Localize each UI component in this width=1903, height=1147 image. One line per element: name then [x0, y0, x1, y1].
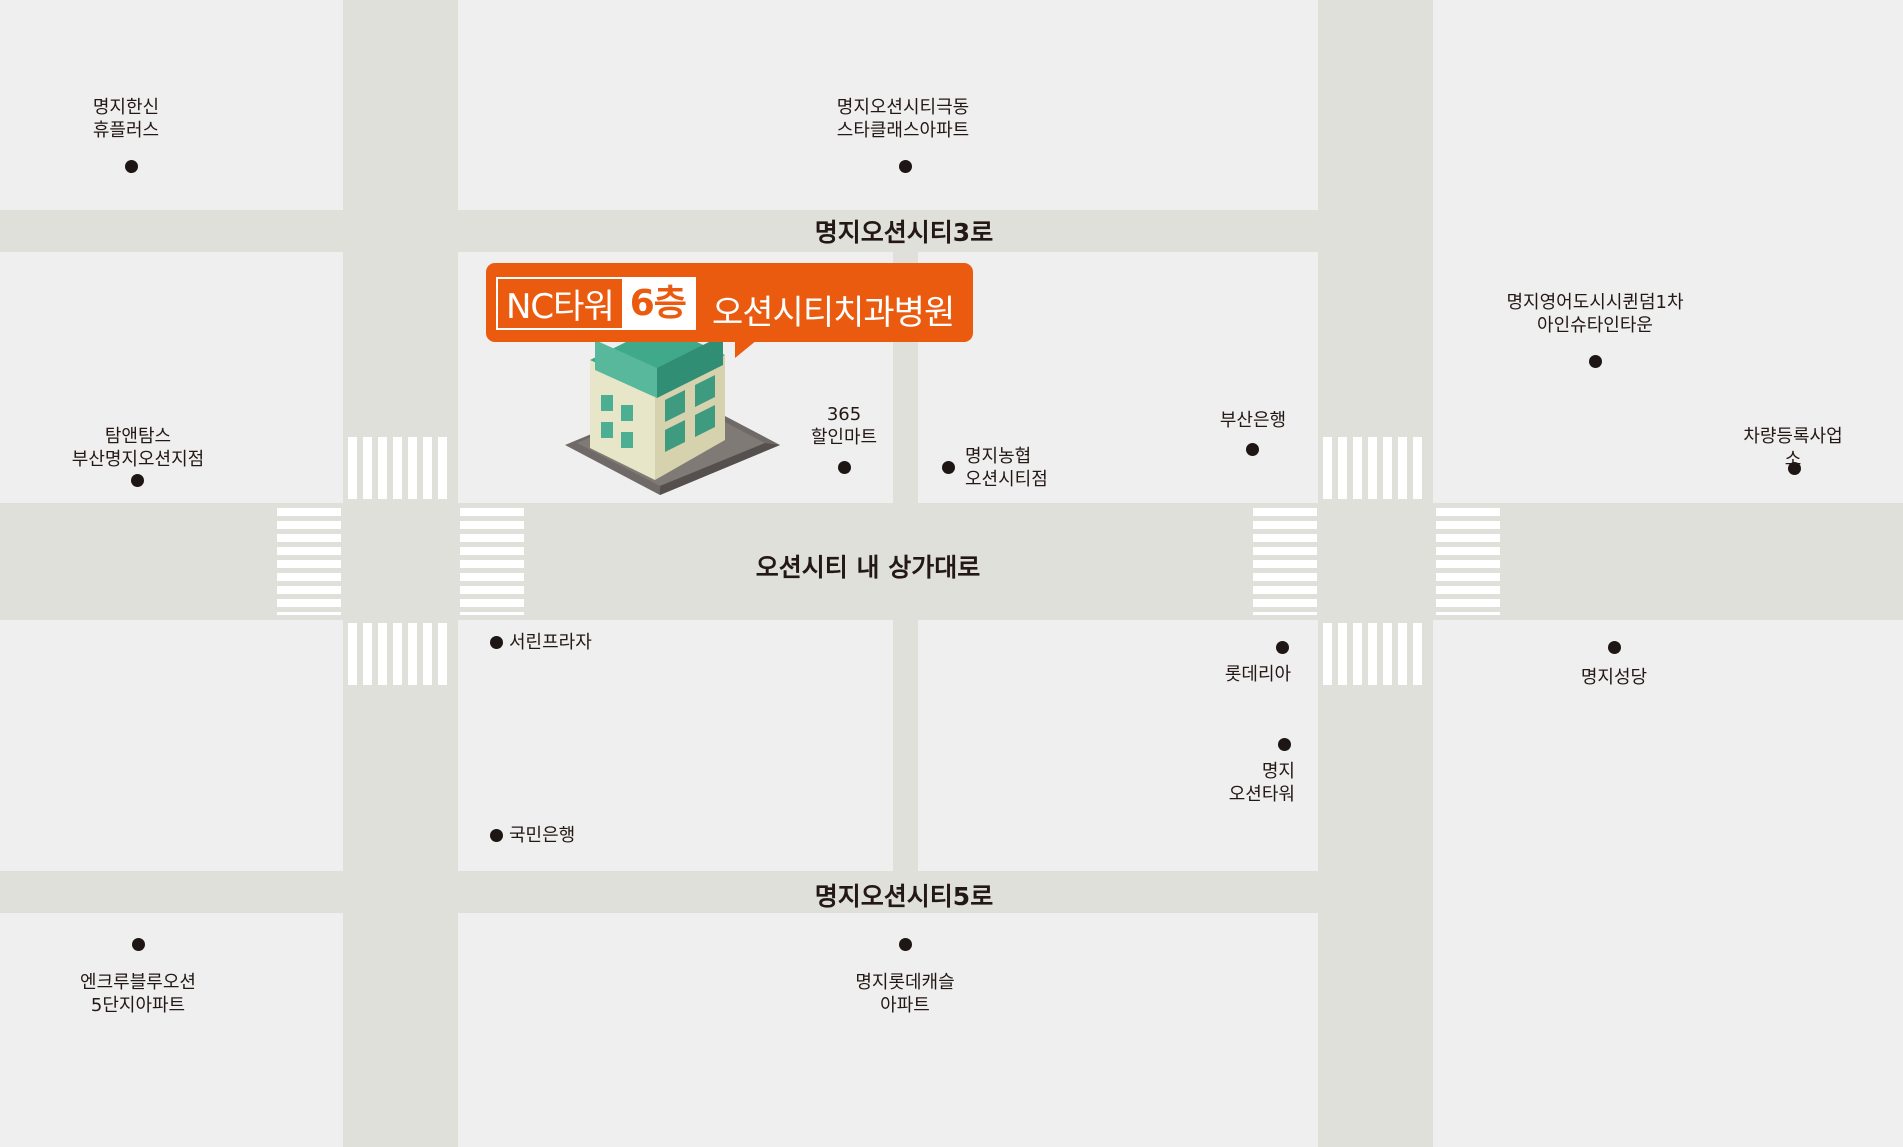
place-label-busanbank: 부산은행 [1219, 410, 1287, 431]
place-label-nonghyup: 명지농협 오션시티점 [965, 446, 1048, 490]
map-marker-nonghyup[interactable] [942, 461, 955, 474]
road-left-vertical [343, 0, 458, 1147]
place-label-tomntoms: 탐앤탐스 부산명지오션지점 [71, 426, 205, 470]
destination-tag: NC타워 6층 [496, 277, 696, 330]
crosswalk [1253, 508, 1317, 615]
map-marker-mart365[interactable] [838, 461, 851, 474]
place-label-lottecastle: 명지롯데캐슬 아파트 [855, 972, 955, 1016]
building-icon [565, 340, 780, 495]
road-right-vertical [1318, 0, 1433, 1147]
map-marker-lottecastle[interactable] [899, 938, 912, 951]
place-label-seorin: 서린프라자 [509, 632, 592, 653]
place-label-kookmin: 국민은행 [509, 825, 576, 846]
map-marker-hanshin[interactable] [125, 160, 138, 173]
crosswalk [1436, 508, 1500, 615]
crosswalk [348, 623, 453, 685]
road-label-bottom: 명지오션시티5로 [814, 882, 994, 911]
place-label-encrew: 엔크루블루오션 5단지아파트 [80, 972, 196, 1016]
callout-pointer [735, 340, 757, 358]
map-marker-tomntoms[interactable] [131, 474, 144, 487]
place-label-queendom: 명지영어도시시퀸덤1차 아인슈타인타운 [1506, 292, 1684, 336]
crosswalk [1323, 437, 1428, 499]
place-label-cathedral: 명지성당 [1580, 667, 1648, 688]
map-marker-queendom[interactable] [1589, 355, 1602, 368]
crosswalk [348, 437, 453, 499]
lane-middle-vertical [893, 252, 918, 871]
clinic-name: 오션시티치과병원 [712, 293, 955, 333]
place-label-mart365: 365 할인마트 [810, 404, 878, 448]
map-marker-oceantower[interactable] [1278, 738, 1291, 751]
map-marker-car-registration[interactable] [1788, 462, 1801, 475]
place-label-geukdong: 명지오션시티극동 스타클래스아파트 [836, 97, 970, 141]
map-marker-cathedral[interactable] [1608, 641, 1621, 654]
place-label-car-registration: 차량등록사업소 [1743, 426, 1843, 470]
map-marker-lotteria[interactable] [1276, 641, 1289, 654]
place-label-oceantower: 명지 오션타워 [1228, 761, 1295, 805]
crosswalk [277, 508, 341, 615]
place-label-lotteria: 롯데리아 [1224, 664, 1292, 685]
place-label-hanshin: 명지한신 휴플러스 [92, 97, 160, 141]
map-marker-kookmin[interactable] [490, 829, 503, 842]
crosswalk [1323, 623, 1428, 685]
block-bottom-right [1433, 871, 1903, 913]
map-marker-geukdong[interactable] [899, 160, 912, 173]
map-marker-busanbank[interactable] [1246, 443, 1259, 456]
destination-callout[interactable]: NC타워 6층 오션시티치과병원 [486, 263, 973, 342]
building-name: NC타워 [506, 287, 615, 327]
road-label-top: 명지오션시티3로 [814, 218, 994, 247]
block-top-right [1433, 210, 1903, 252]
crosswalk [460, 508, 524, 615]
road-label-main: 오션시티 내 상가대로 [755, 553, 981, 582]
map-marker-seorin[interactable] [490, 636, 503, 649]
floor-badge: 6층 [621, 279, 694, 328]
map-marker-encrew[interactable] [132, 938, 145, 951]
